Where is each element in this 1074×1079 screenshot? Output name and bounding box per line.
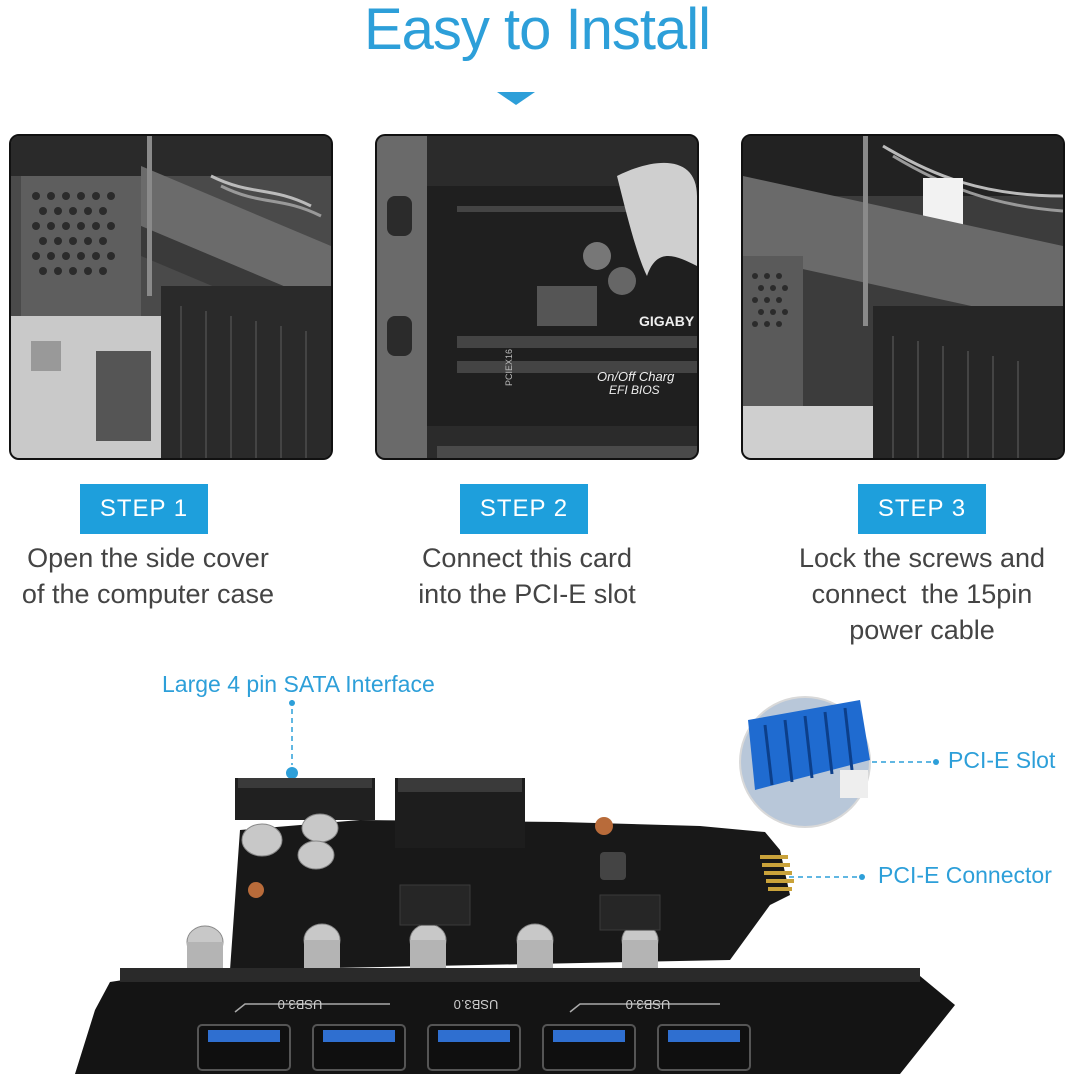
board-brand-text: GIGABY (639, 313, 695, 329)
board-bios-text: EFI BIOS (609, 383, 660, 397)
down-arrow-icon (497, 92, 535, 105)
step3-photo (741, 134, 1065, 460)
usb-label-1: USB3.0 (278, 997, 323, 1012)
step2-line1: Connect this card (421, 543, 633, 573)
usb-label-2: USB3.0 (454, 997, 499, 1012)
step3-badge: STEP 3 (858, 484, 986, 534)
step2-photo: GIGABY On/Off Charg EFI BIOS PCIEX16 (375, 134, 699, 460)
step3-line2: connect the 15pin (811, 579, 1033, 609)
step1-badge: STEP 1 (80, 484, 208, 534)
step1-line2: of the computer case (21, 579, 275, 609)
step3-line3: power cable (849, 615, 995, 645)
step2-badge: STEP 2 (460, 484, 588, 534)
pcie-connector-callout-label: PCI-E Connector (878, 862, 1052, 888)
usb-label-3: USB3.0 (626, 997, 671, 1012)
step1-line1: Open the side cover (27, 543, 269, 573)
step1-photo (9, 134, 333, 460)
board-charge-text: On/Off Charg (597, 369, 675, 384)
step3-line1: Lock the screws and (798, 543, 1046, 573)
step2-description: Connect this card into the PCI-E slot (362, 540, 692, 612)
page-title: Easy to Install (363, 0, 711, 62)
step1-description: Open the side cover of the computer case (0, 540, 313, 612)
pcie-slot-callout-label: PCI-E Slot (948, 747, 1056, 773)
step3-description: Lock the screws and connect the 15pin po… (757, 540, 1074, 648)
usb-card-illustration: USB3.0 USB3.0 USB3.0 (0, 640, 1074, 1074)
board-slot-text: PCIEX16 (504, 349, 514, 386)
sata-callout-label: Large 4 pin SATA Interface (162, 671, 435, 697)
step2-line2: into the PCI-E slot (418, 579, 636, 609)
